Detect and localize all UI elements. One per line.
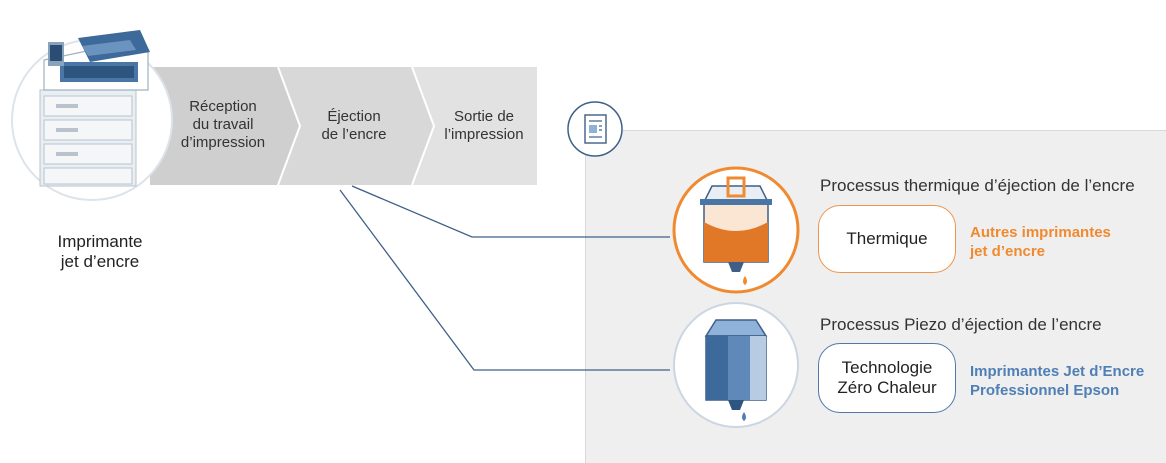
piezo-note: Imprimantes Jet d’Encre Professionnel Ep… <box>970 363 1145 399</box>
step-shape-reception <box>150 67 300 185</box>
connector-thermal <box>351 185 670 238</box>
printer-icon <box>11 30 173 201</box>
step-shape-ejection <box>278 67 434 185</box>
document-icon <box>567 101 623 157</box>
step-sortie: Sortie de l’impression <box>444 108 524 143</box>
piezo-pill: Technologie Zéro Chaleur <box>818 343 956 413</box>
piezo-process-title: Processus Piezo d’éjection de l’encre <box>820 315 1102 334</box>
connector-piezo <box>339 189 670 371</box>
process-flow <box>150 66 537 186</box>
thermal-pill: Thermique <box>818 205 956 273</box>
thermal-process-title: Processus thermique d’éjection de l’encr… <box>820 176 1135 195</box>
step-reception: Réception du travail d’impression <box>180 98 266 151</box>
piezo-ink-chamber-icon <box>673 302 799 428</box>
step-ejection: Éjection de l’encre <box>321 108 387 143</box>
step-shape-sortie <box>412 67 537 185</box>
printer-caption: Imprimante jet d’encre <box>57 232 143 271</box>
connector-lines <box>339 185 670 371</box>
thermal-note: Autres imprimantes jet d’encre <box>970 224 1111 260</box>
thermal-ink-chamber-icon <box>672 166 800 294</box>
